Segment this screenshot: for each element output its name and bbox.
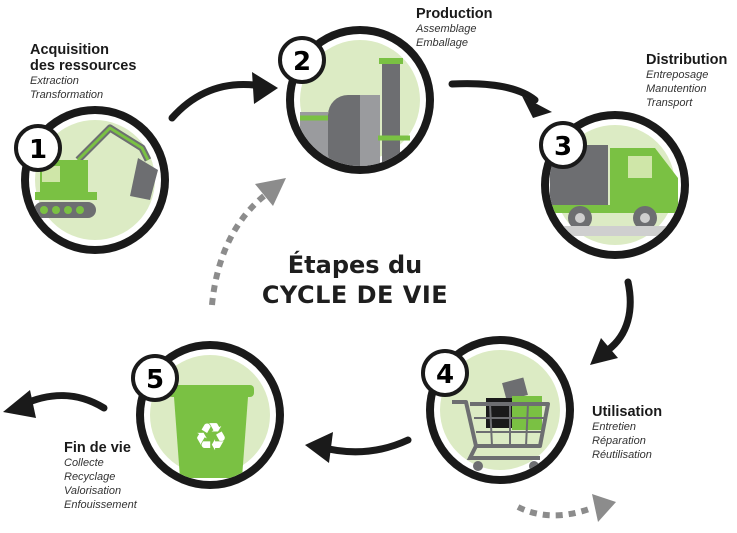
stage-5-item: Recyclage <box>64 471 116 483</box>
stage-1-label: Acquisition des ressources Extraction Tr… <box>30 42 136 102</box>
stage-4-number: 4 <box>436 360 454 390</box>
arrow-2-to-3 <box>448 80 539 104</box>
stage-2-label: Production Assemblage Emballage <box>416 6 493 50</box>
stage-4-title: Utilisation <box>592 404 663 420</box>
stage-1-number: 1 <box>29 135 47 165</box>
stage-1-item: Transformation <box>30 89 104 101</box>
stage-3-item: Manutention <box>646 83 707 95</box>
stage-1-circle: 1 <box>14 106 169 254</box>
stage-5-item: Enfouissement <box>64 499 137 511</box>
cycle-arrows <box>3 72 634 522</box>
stage-3-item: Transport <box>646 97 693 109</box>
stage-3-item: Entreposage <box>646 69 709 81</box>
stage-5-circle: ♻ 5 <box>131 341 284 489</box>
stage-4-item: Réparation <box>592 435 646 447</box>
diagram-title: Étapes du CYCLE DE VIE <box>255 250 455 310</box>
stage-1-item: Extraction <box>30 75 79 87</box>
stage-5-item: Valorisation <box>64 485 122 497</box>
stage-3-circle: 3 <box>539 111 689 259</box>
arrow-3-to-4 <box>604 278 634 354</box>
dashed-arrow-5-to-2 <box>209 193 266 306</box>
factory-icon <box>300 58 410 166</box>
stage-4-label: Utilisation Entretien Réparation Réutili… <box>592 404 662 462</box>
stage-4-item: Entretien <box>592 421 637 433</box>
stage-2-item: Emballage <box>416 37 468 49</box>
recycle-symbol: ♻ <box>194 415 228 459</box>
dashed-arrow-4-reuse <box>516 504 594 519</box>
stage-5-label: Fin de vie Collecte Recyclage Valorisati… <box>64 440 137 512</box>
stage-3-title: Distribution <box>646 52 728 68</box>
stage-1-title-line-2: des ressources <box>30 58 137 74</box>
stage-4-circle: 4 <box>421 336 574 484</box>
title-line-1: Étapes du <box>287 251 423 279</box>
arrow-1-to-2 <box>168 80 266 122</box>
stage-2-item: Assemblage <box>416 23 477 35</box>
title-line-2: CYCLE DE VIE <box>261 281 449 309</box>
stage-5-title: Fin de vie <box>64 440 131 456</box>
stage-2-title: Production <box>416 6 493 22</box>
arrow-4-to-5 <box>316 436 412 456</box>
stage-2-circle: 2 <box>278 26 434 174</box>
truck-icon <box>549 145 681 236</box>
stage-3-label: Distribution Entreposage Manutention Tra… <box>646 52 727 110</box>
stage-1-title-line-1: Acquisition <box>30 42 109 58</box>
stage-4-item: Réutilisation <box>592 449 652 461</box>
arrow-5-exit <box>18 392 108 412</box>
stage-5-item: Collecte <box>64 457 104 469</box>
recycling-bin-icon: ♻ <box>168 385 254 478</box>
stage-3-number: 3 <box>554 132 572 162</box>
stage-5-number: 5 <box>146 365 164 395</box>
stage-2-number: 2 <box>293 47 311 77</box>
